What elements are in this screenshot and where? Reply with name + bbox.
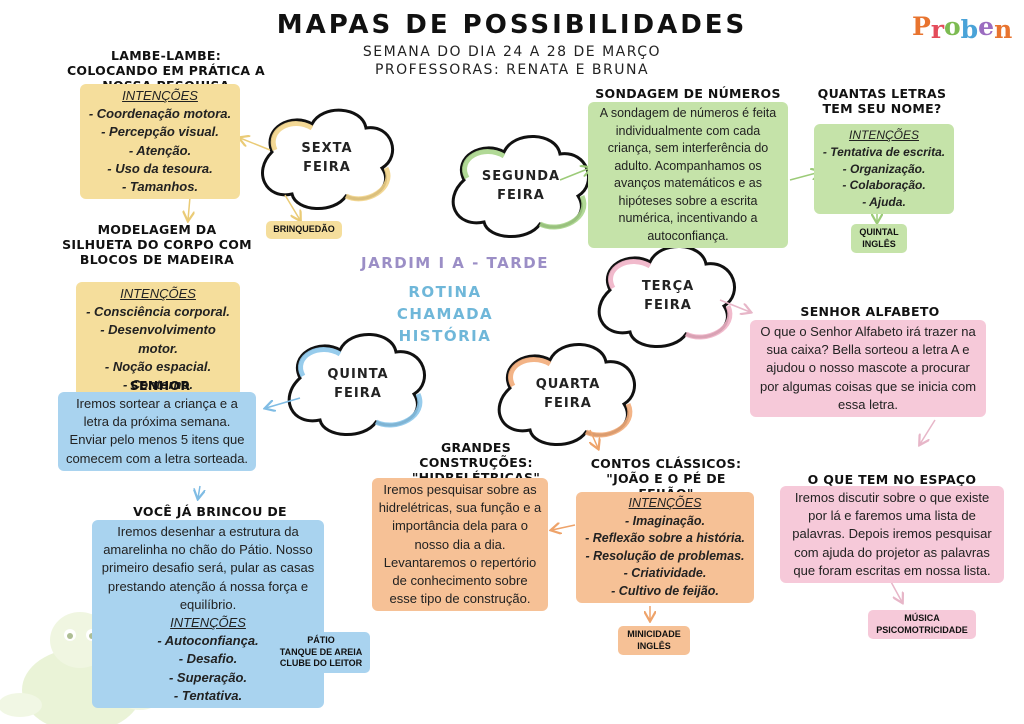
construcoes-paragraph: Iremos pesquisar sobre as hidrelétricas,… xyxy=(378,482,542,552)
cloud-segunda xyxy=(451,135,590,238)
letras-title: QUANTAS LETRAS TEM SEU NOME? xyxy=(817,86,947,116)
modelagem-title: MODELAGEM DA SILHUETA DO CORPO COM BLOCO… xyxy=(62,222,252,267)
intent-item: - Desafio. xyxy=(178,651,238,667)
espaco-text: Iremos discutir sobre o que existe por l… xyxy=(780,486,1004,583)
intent-item: - Tentativa de escrita. xyxy=(822,144,946,159)
amarelinha-box: Iremos desenhar a estrutura da amarelinh… xyxy=(92,520,324,708)
terca-tag: MÚSICA PSICOMOTRICIDADE xyxy=(868,610,976,640)
tag-line: PSICOMOTRICIDADE xyxy=(876,624,968,635)
intent-item: - Cultivo de feijão. xyxy=(611,583,719,598)
quinta-alfabeto-text: Iremos sortear a criança e a letra da pr… xyxy=(58,392,256,471)
cloud-sexta xyxy=(261,108,394,210)
intent-item: - Coordenação motora. xyxy=(88,106,232,122)
logo-letter: n xyxy=(994,15,1013,44)
intent-item: - Ajuda. xyxy=(862,195,906,210)
intent-item: - Reflexão sobre a história. xyxy=(585,531,745,545)
intent-item: - Colaboração. xyxy=(842,178,926,193)
sondagem-text: A sondagem de números é feita individual… xyxy=(588,102,788,248)
logo-letter: P xyxy=(912,12,931,41)
contos-intentions: INTENÇÕES - Imaginação. - Reflexão sobre… xyxy=(576,492,754,603)
intent-item: - Atenção. xyxy=(128,142,192,158)
terca-alfabeto-text: O que o Senhor Alfabeto irá trazer na su… xyxy=(750,320,986,417)
terca-alfabeto-title: SENHOR ALFABETO xyxy=(800,304,940,319)
routine-item: CHAMADA xyxy=(396,304,494,323)
tag-line: MÚSICA xyxy=(904,613,940,623)
intent-item: - Superação. xyxy=(168,669,248,685)
class-name: JARDIM I A - TARDE xyxy=(361,254,549,272)
amarelinha-text: Iremos desenhar a estrutura da amarelinh… xyxy=(101,524,315,612)
day-sexta: SEXTA FEIRA xyxy=(301,141,353,175)
intent-item: - Contorno. xyxy=(122,376,194,392)
modelagem-intentions: INTENÇÕES - Consciência corporal. - Dese… xyxy=(76,282,240,398)
logo-letter: b xyxy=(960,15,979,44)
day-terca: TERÇA FEIRA xyxy=(641,279,695,313)
intent-label: INTENÇÕES xyxy=(120,286,196,301)
logo-letter: e xyxy=(978,12,995,41)
tag-line: TANQUE DE AREIA xyxy=(279,646,363,657)
intent-item: - Autoconfiança. xyxy=(157,633,259,649)
segunda-tag: QUINTAL INGLÊS xyxy=(851,224,907,254)
cloud-quarta xyxy=(497,343,636,446)
tag-line: CLUBE DO LEITOR xyxy=(279,658,363,669)
logo-letter: r xyxy=(930,15,944,44)
intent-item: - Tentativa. xyxy=(173,687,243,703)
intent-label: INTENÇÕES xyxy=(122,88,198,103)
intent-item: - Noção espacial. xyxy=(104,358,212,374)
quarta-tag: MINICIDADE INGLÊS xyxy=(618,626,690,656)
intent-item: - Consciência corporal. xyxy=(86,304,230,320)
intent-label: INTENÇÕES xyxy=(628,496,702,510)
routine-item: ROTINA xyxy=(408,283,482,301)
proben-logo: Proben xyxy=(912,12,1013,44)
sexta-tag: BRINQUEDÃO xyxy=(266,221,342,239)
intent-item: - Criatividade. xyxy=(623,566,707,580)
intent-label: INTENÇÕES xyxy=(848,128,919,142)
logo-letter: o xyxy=(943,12,961,41)
day-quarta: QUARTA FEIRA xyxy=(535,377,601,411)
construcoes-text: Iremos pesquisar sobre as hidrelétricas,… xyxy=(372,478,548,612)
tag-line: INGLÊS xyxy=(862,238,896,249)
construcoes-paragraph: Levantaremos o repertório de conheciment… xyxy=(383,554,537,607)
tag-line: QUINTAL xyxy=(859,227,899,237)
cloud-quinta xyxy=(287,333,426,436)
day-quinta: QUINTA FEIRA xyxy=(327,367,389,401)
intent-item: - Tamanhos. xyxy=(121,178,199,194)
intent-item: - Organização. xyxy=(842,161,926,176)
quinta-tag: PÁTIO TANQUE DE AREIA CLUBE DO LEITOR xyxy=(272,632,370,674)
intent-item: - Uso da tesoura. xyxy=(107,160,213,176)
sondagem-title: SONDAGEM DE NÚMEROS xyxy=(595,86,781,101)
tag-line: MINICIDADE xyxy=(627,629,681,639)
letras-intentions: INTENÇÕES - Tentativa de escrita. - Orga… xyxy=(814,124,954,214)
week-subtitle: SEMANA DO DIA 24 A 28 DE MARÇO xyxy=(362,44,662,60)
lambe-intentions: INTENÇÕES - Coordenação motora. - Percep… xyxy=(80,84,240,200)
intent-item: - Desenvolvimento motor. xyxy=(100,322,216,356)
day-segunda: SEGUNDA FEIRA xyxy=(481,169,561,203)
intent-label: INTENÇÕES xyxy=(170,614,246,630)
intent-item: - Percepção visual. xyxy=(101,124,219,140)
teachers-subtitle: PROFESSORAS: RENATA E BRUNA xyxy=(374,62,650,78)
routine-item: HISTÓRIA xyxy=(398,326,492,345)
routine-list: ROTINA CHAMADA HISTÓRIA xyxy=(390,282,500,347)
page-title: MAPAS DE POSSIBILIDADES xyxy=(276,10,748,40)
tag-line: PÁTIO xyxy=(307,635,335,645)
intent-item: - Resolução de problemas. xyxy=(585,548,745,563)
tag-line: INGLÊS xyxy=(637,640,671,651)
intent-item: - Imaginação. xyxy=(625,513,705,528)
cloud-terca xyxy=(597,245,736,348)
